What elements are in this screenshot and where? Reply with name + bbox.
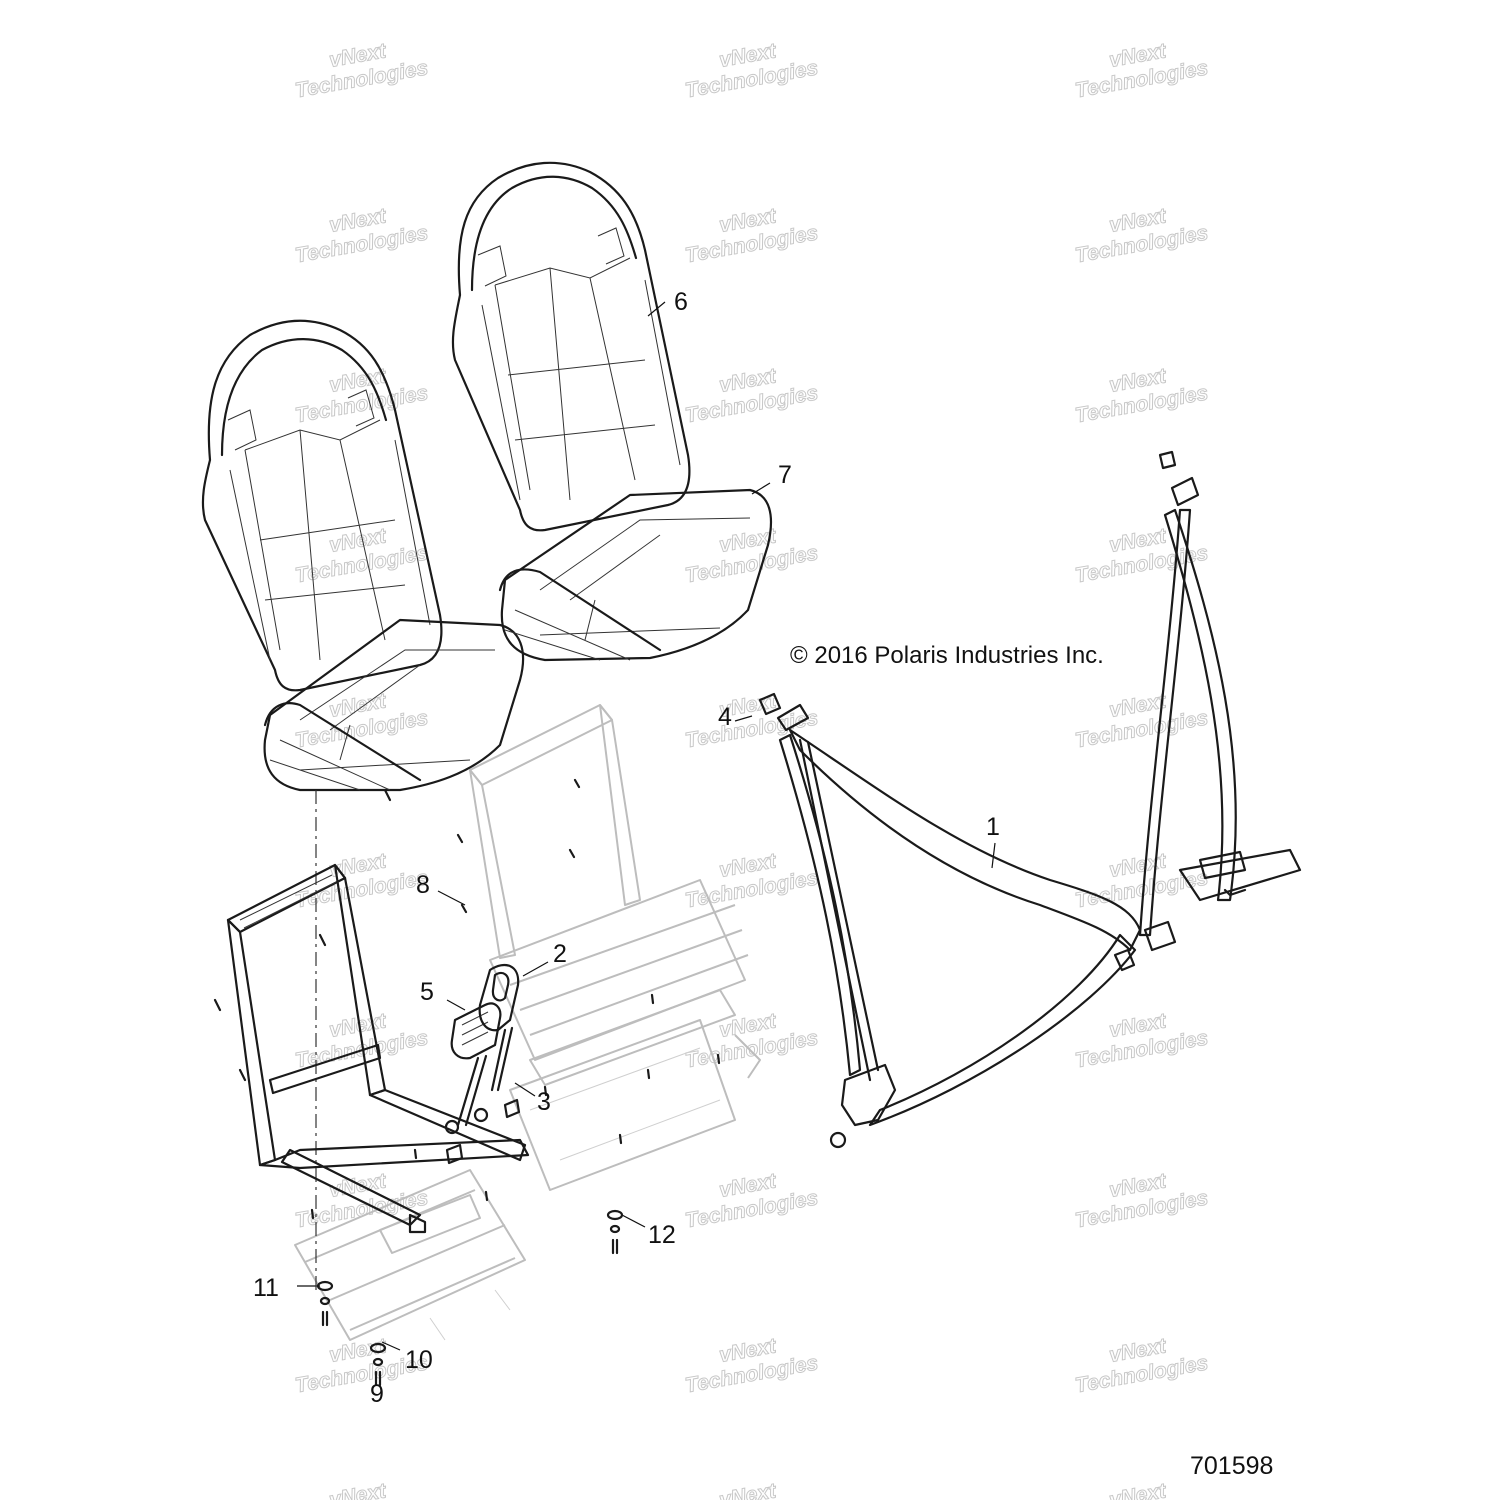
callout-leaders: [297, 301, 996, 1351]
buckle-assemblies: [444, 963, 521, 1165]
callout-labels: 1 2 3 4 5 6 7 8 9 10 11 12: [253, 288, 1000, 1408]
watermark-line1: vNext: [1107, 1479, 1168, 1500]
callout-10: 10: [405, 1346, 433, 1374]
washer-stacks: [316, 1209, 624, 1387]
callout-7: 7: [778, 461, 792, 489]
callout-12: 12: [648, 1221, 676, 1249]
seat-belt-front: [758, 692, 1142, 1149]
seat-right: [451, 161, 772, 662]
callout-4: 4: [718, 703, 732, 731]
ghost-seat-frame-right: [469, 704, 761, 1191]
hardware-pins: [213, 778, 721, 1220]
seat-frame-left: [226, 863, 530, 1234]
ghost-seat-base-left: [294, 1169, 526, 1341]
callout-11: 11: [253, 1274, 279, 1302]
seat-left: [201, 319, 525, 802]
callout-3: 3: [537, 1088, 551, 1116]
callout-5: 5: [420, 978, 434, 1006]
watermark-line1: vNext: [327, 1479, 388, 1500]
callout-6: 6: [674, 288, 688, 316]
callout-1: 1: [986, 813, 1000, 841]
watermark-line1: vNext: [717, 1479, 778, 1500]
callout-2: 2: [553, 940, 567, 968]
seat-belt-rear: [1138, 450, 1302, 952]
callout-9: 9: [370, 1380, 384, 1408]
callout-8: 8: [416, 871, 430, 899]
copyright-notice: © 2016 Polaris Industries Inc.: [790, 642, 1104, 669]
figure-number: 701598: [1190, 1452, 1273, 1480]
